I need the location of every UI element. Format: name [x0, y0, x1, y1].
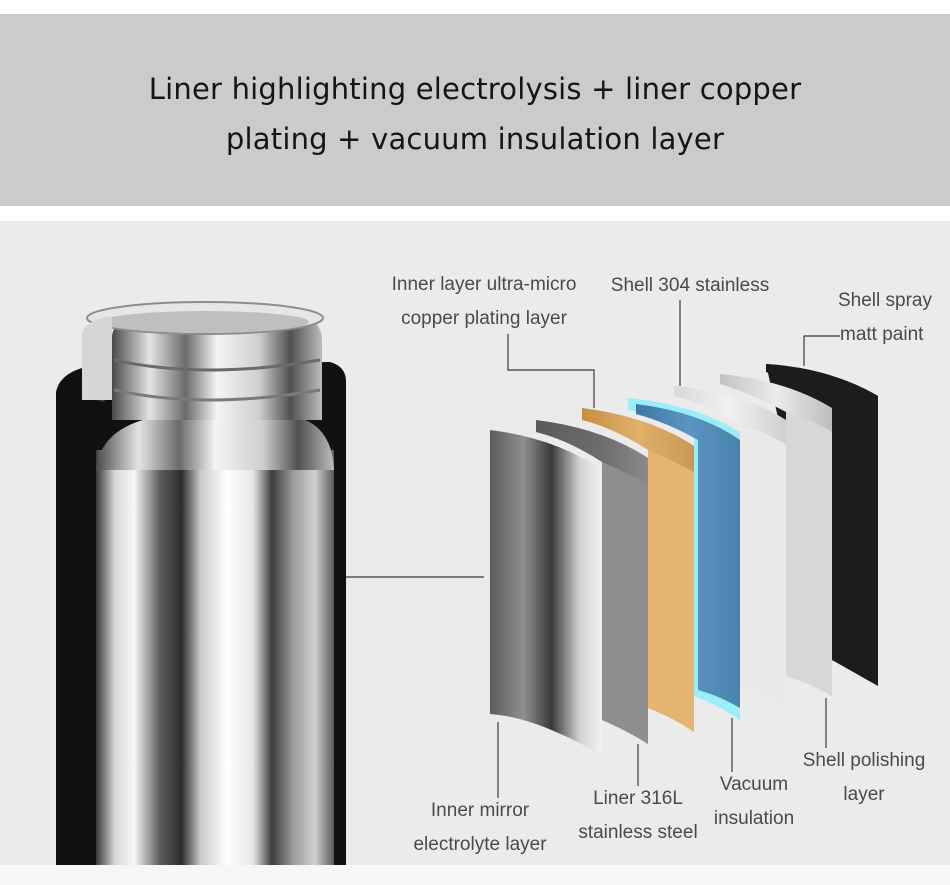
layer-stack [490, 364, 878, 756]
label-line: Shell polishing [802, 750, 926, 771]
label-liner-316l: Liner 316L stainless steel [568, 782, 708, 850]
label-line: layer [843, 784, 885, 805]
label-line: Liner 316L [593, 788, 683, 809]
thread-line-1 [113, 358, 321, 372]
header-title-line-2: plating + vacuum insulation layer [225, 122, 725, 156]
label-shell-spray-matt-paint: Shell spray matt paint [838, 284, 938, 352]
label-vacuum-insulation: Vacuum insulation [700, 768, 808, 836]
leader-lines [497, 300, 840, 798]
label-line: Inner mirror [430, 800, 530, 821]
layer-inner-mirror-electrolyte [490, 430, 602, 756]
thermos-lip [82, 316, 112, 400]
leader-shell-spray [803, 335, 840, 366]
label-line: Inner layer ultra-micro [391, 274, 577, 295]
liner-shoulder [96, 418, 334, 470]
thermos-body [56, 301, 346, 865]
label-line: Shell 304 stainless [610, 275, 770, 296]
label-line: stainless steel [578, 822, 698, 843]
layer-liner-316l-front [602, 462, 648, 744]
label-line: insulation [713, 808, 795, 829]
neck-opening [101, 311, 309, 333]
label-line: electrolyte layer [413, 834, 547, 855]
label-shell-polishing: Shell polishing layer [794, 744, 934, 812]
layer-shell-304-front [740, 424, 786, 706]
label-line: copper plating layer [401, 308, 567, 329]
label-line: Shell spray [838, 290, 932, 311]
label-inner-mirror-electrolyte: Inner mirror electrolyte layer [400, 794, 560, 862]
label-shell-304-stainless: Shell 304 stainless [604, 269, 776, 303]
label-line: matt paint [840, 324, 924, 345]
label-line: Vacuum [719, 774, 789, 795]
layer-shell-polishing-front [786, 412, 832, 696]
inner-liner-steel [96, 450, 334, 865]
label-inner-copper-plating: Inner layer ultra-micro copper plating l… [384, 268, 584, 336]
bottom-strip [0, 865, 950, 885]
layer-vacuum-insulation [636, 404, 740, 708]
layer-copper-plating-front [648, 450, 694, 732]
thread-line-2 [113, 388, 321, 402]
header-banner: Liner highlighting electrolysis + liner … [0, 14, 950, 206]
neck-threads [111, 310, 323, 420]
leader-inner-copper [507, 334, 595, 408]
header-title-line-1: Liner highlighting electrolysis + liner … [148, 72, 802, 106]
